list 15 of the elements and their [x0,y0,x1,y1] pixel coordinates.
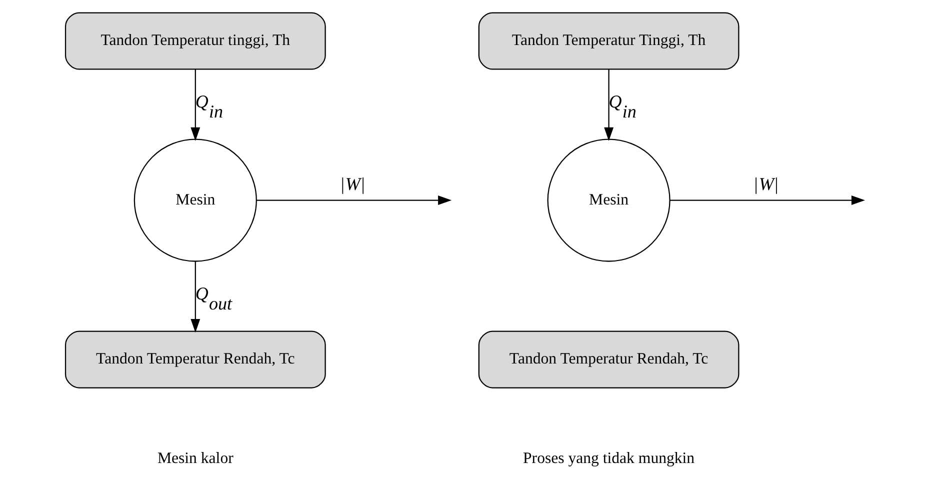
edge-label: |W| [340,174,365,194]
arrow [190,262,200,333]
arrow [670,196,866,205]
arrow [190,69,200,141]
label: Mesin kalor [157,450,234,468]
node-box: Tandon Temperatur Rendah, Tc [478,330,740,388]
label: Proses yang tidak mungkin [523,450,695,468]
node-box: Tandon Temperatur Rendah, Tc [64,330,326,388]
node-box: Tandon Temperatur tinggi, Th [64,12,326,70]
node-circle: Mesin [134,138,257,262]
node-circle: Mesin [547,138,670,262]
edge-label: |W| [754,174,778,194]
arrow [604,69,614,141]
arrow [256,196,452,205]
node-box: Tandon Temperatur Tinggi, Th [478,12,740,70]
